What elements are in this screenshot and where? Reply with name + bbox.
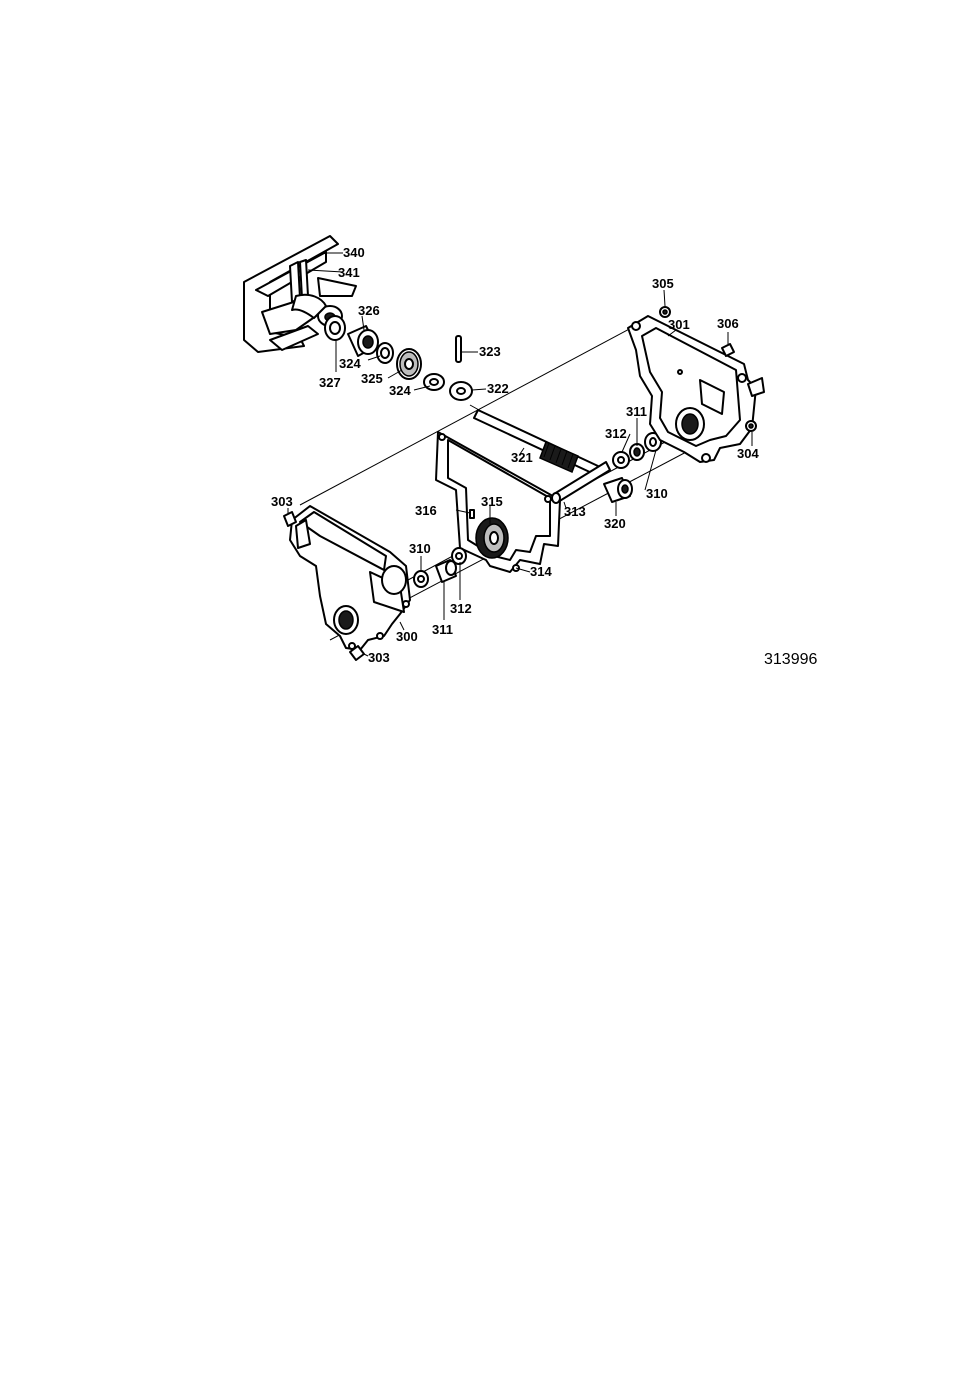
callout-304: 304 <box>737 446 759 461</box>
hub-326 <box>348 326 378 356</box>
callout-320: 320 <box>604 516 626 531</box>
callout-312a: 312 <box>605 426 627 441</box>
washer-310b <box>414 571 428 587</box>
roll-pin-323 <box>456 336 461 362</box>
callout-301: 301 <box>668 317 690 332</box>
nut-304 <box>746 421 756 431</box>
callout-310a: 310 <box>646 486 668 501</box>
callout-303a: 303 <box>271 494 293 509</box>
washer-312a <box>613 452 629 468</box>
callout-310b: 310 <box>409 541 431 556</box>
worm-gear-315 <box>476 518 508 558</box>
key-316 <box>470 510 474 518</box>
callout-325: 325 <box>361 371 383 386</box>
washer-324b <box>424 374 444 390</box>
screw-303a <box>284 512 296 526</box>
callout-321: 321 <box>511 450 533 465</box>
callout-340: 340 <box>343 245 365 260</box>
callout-300: 300 <box>396 629 418 644</box>
callout-316: 316 <box>415 503 437 518</box>
washer-327 <box>325 316 345 340</box>
callout-324b: 324 <box>389 383 411 398</box>
callout-315: 315 <box>481 494 503 509</box>
callout-311b: 311 <box>432 622 453 637</box>
gearbox-half-300 <box>290 506 410 650</box>
callout-326: 326 <box>358 303 380 318</box>
callout-327: 327 <box>319 375 341 390</box>
callout-311a: 311 <box>626 404 647 419</box>
bearing-311a <box>630 444 644 460</box>
washer-324a <box>377 343 393 363</box>
thrust-washer-322 <box>450 382 472 400</box>
bevel-gear-325 <box>397 349 421 379</box>
callout-305: 305 <box>652 276 674 291</box>
callout-324a: 324 <box>339 356 361 371</box>
callout-312b: 312 <box>450 601 472 616</box>
callout-341: 341 <box>338 265 360 280</box>
callout-306: 306 <box>717 316 739 331</box>
figure-number: 313996 <box>764 651 817 668</box>
bushing-320 <box>604 478 632 502</box>
nut-305 <box>660 307 670 317</box>
callout-303b: 303 <box>368 650 390 665</box>
callout-313: 313 <box>564 504 586 519</box>
callout-314: 314 <box>530 564 552 579</box>
callout-322: 322 <box>487 381 509 396</box>
washer-312b <box>452 548 466 564</box>
callout-323: 323 <box>479 344 501 359</box>
